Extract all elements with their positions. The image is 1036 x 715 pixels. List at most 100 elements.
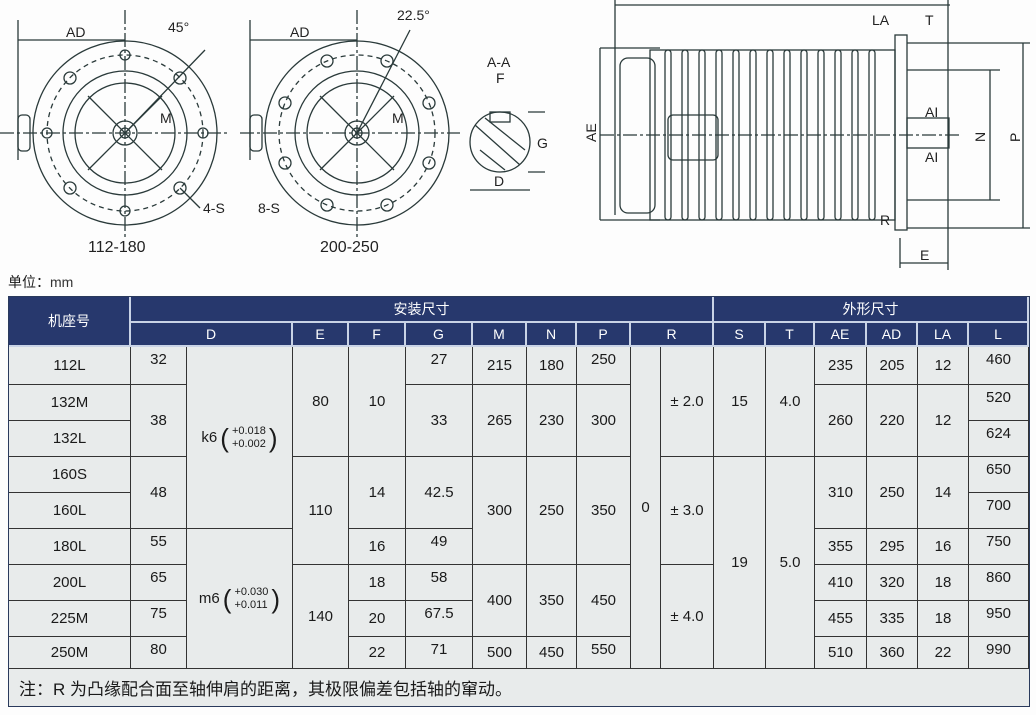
label-e: E — [920, 247, 929, 263]
p-cell: 300 — [577, 385, 631, 457]
col-header-s: S — [714, 323, 766, 347]
ad-cell: 205 — [867, 347, 918, 385]
bracket-open: ( — [220, 422, 229, 453]
label-angle-2: 22.5° — [397, 7, 430, 23]
d-cell: 55 — [131, 529, 187, 565]
d-cell: 65 — [131, 565, 187, 601]
f-cell: 20 — [349, 601, 406, 637]
n-cell: 180 — [527, 347, 577, 385]
ae-cell: 235 — [815, 347, 867, 385]
d-cell: 80 — [131, 637, 187, 669]
side-view — [599, 0, 1030, 270]
frame-cell: 160L — [9, 493, 131, 529]
col-header-ad: AD — [867, 323, 918, 347]
tolerance: k6(+0.018+0.002) — [201, 425, 277, 451]
l-cell: 624 — [969, 421, 1029, 457]
col-header-n: N — [527, 323, 577, 347]
label-angle-1: 45° — [168, 19, 189, 35]
section-a-a — [469, 111, 545, 191]
f-cell: 14 — [349, 457, 406, 529]
ae-cell: 510 — [815, 637, 867, 669]
l-cell: 860 — [969, 565, 1029, 601]
label-ae: AE — [583, 123, 599, 142]
g-cell: 42.5 — [406, 457, 473, 529]
d-cell: 32 — [131, 347, 187, 385]
la-cell: 22 — [918, 637, 969, 669]
d-cell: 38 — [131, 385, 187, 457]
label-f: F — [496, 70, 505, 86]
bracket-open: ( — [222, 583, 232, 614]
l-cell: 750 — [969, 529, 1029, 565]
la-cell: 18 — [918, 601, 969, 637]
ad-cell: 250 — [867, 457, 918, 529]
label-ad-1: AD — [66, 24, 85, 40]
flange-view-200-250 — [240, 10, 460, 240]
bracket-close: ) — [268, 422, 278, 453]
m-cell: 400 — [473, 565, 527, 637]
unit-value: mm — [50, 274, 74, 290]
m-cell: 300 — [473, 457, 527, 565]
col-header-ae: AE — [815, 323, 867, 347]
l-cell: 650 — [969, 457, 1029, 493]
g-cell: 67.5 — [406, 601, 473, 637]
l-cell: 700 — [969, 493, 1029, 529]
col-header-d: D — [131, 323, 293, 347]
ad-cell: 220 — [867, 385, 918, 457]
tolerance-limits: +0.018+0.002 — [232, 425, 266, 451]
ad-cell: 295 — [867, 529, 918, 565]
tolerance-grade: m6 — [198, 590, 220, 607]
l-cell: 460 — [969, 347, 1029, 385]
caption-200-250: 200-250 — [320, 239, 379, 256]
col-header-l: L — [969, 323, 1029, 347]
ae-cell: 310 — [815, 457, 867, 529]
n-cell: 450 — [527, 637, 577, 669]
label-m-2: M — [392, 110, 404, 126]
tolerance: m6(+0.030+0.011) — [199, 586, 280, 612]
col-header-e: E — [293, 323, 349, 347]
col-header-la: LA — [918, 323, 969, 347]
e-cell: 110 — [293, 457, 349, 565]
la-cell: 14 — [918, 457, 969, 529]
col-header-f: F — [349, 323, 406, 347]
tolerance-grade: k6 — [201, 429, 218, 446]
t-cell: 5.0 — [766, 457, 815, 669]
f-cell: 18 — [349, 565, 406, 601]
header-frame: 机座号 — [9, 297, 131, 347]
label-ai-top: AI — [925, 104, 938, 120]
label-s-2: 8-S — [258, 200, 280, 216]
la-cell: 18 — [918, 565, 969, 601]
label-s-1: 4-S — [203, 200, 225, 216]
section-title: A-A — [487, 54, 511, 70]
col-header-p: P — [577, 323, 631, 347]
upper-limit: +0.030 — [234, 585, 269, 598]
ae-cell: 260 — [815, 385, 867, 457]
col-header-m: M — [473, 323, 527, 347]
g-cell: 33 — [406, 385, 473, 457]
frame-cell: 160S — [9, 457, 131, 493]
n-cell: 250 — [527, 457, 577, 565]
r-tol-cell: ± 3.0 — [661, 457, 714, 565]
t-cell: 4.0 — [766, 347, 815, 457]
s-cell: 19 — [714, 457, 766, 669]
motor-drawings: AD 45° M 4-S 112-180 AD 22.5° M 8-S 200-… — [0, 0, 1030, 270]
label-n: N — [972, 132, 988, 142]
cooling-fin — [868, 49, 876, 221]
ae-cell: 355 — [815, 529, 867, 565]
e-cell: 140 — [293, 565, 349, 669]
g-cell: 49 — [406, 529, 473, 565]
lower-limit: +0.002 — [231, 437, 266, 450]
g-cell: 71 — [406, 637, 473, 669]
p-cell: 550 — [577, 637, 631, 669]
r-tol-cell: ± 2.0 — [661, 347, 714, 457]
header-outline: 外形尺寸 — [714, 297, 1029, 323]
la-cell: 16 — [918, 529, 969, 565]
col-header-g: G — [406, 323, 473, 347]
ad-cell: 320 — [867, 565, 918, 601]
unit-label: 单位：mm — [8, 272, 73, 292]
ad-cell: 335 — [867, 601, 918, 637]
p-cell: 250 — [577, 347, 631, 385]
dimension-table: 机座号 安装尺寸 外形尺寸 注：R 为凸缘配合面至轴伸肩的距离，其极限偏差包括轴… — [8, 296, 1030, 707]
flange-view-112-180 — [0, 10, 230, 240]
m-cell: 265 — [473, 385, 527, 457]
